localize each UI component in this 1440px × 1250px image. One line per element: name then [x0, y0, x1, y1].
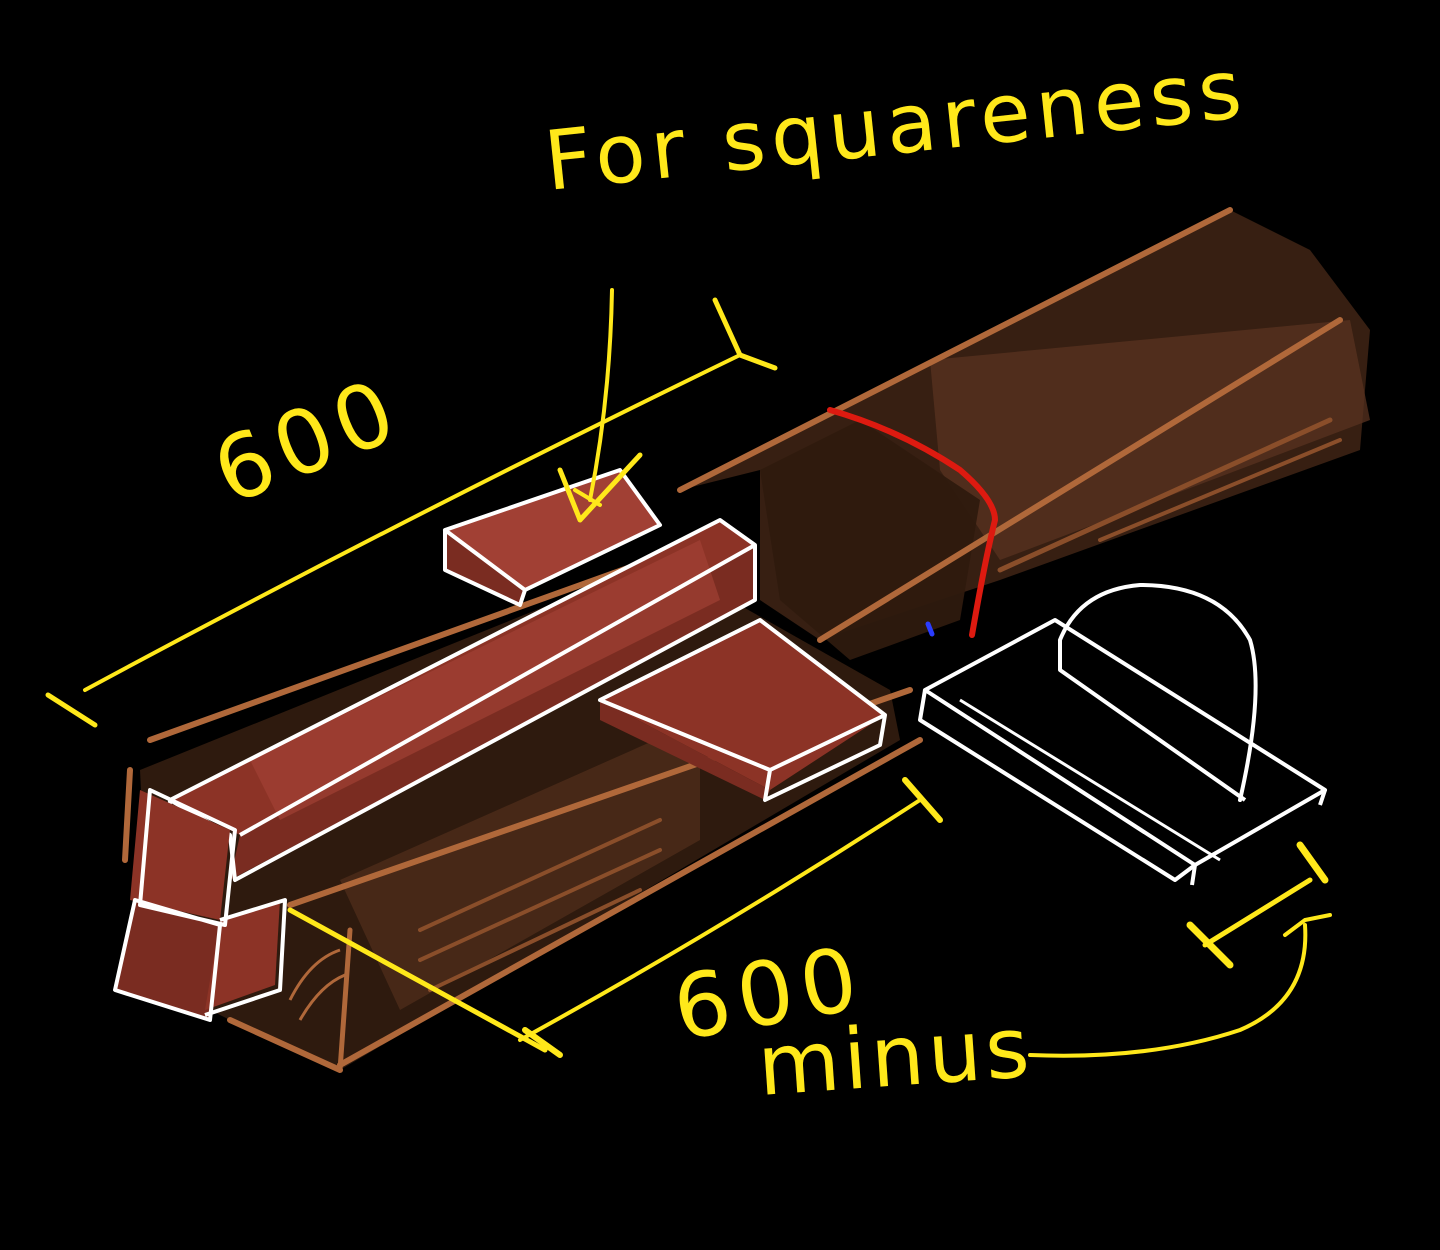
- upper-rail-wood: [677, 207, 1370, 660]
- minus-note: minus: [755, 998, 1037, 1115]
- title-note: For squareness: [540, 42, 1251, 210]
- blue-mark: [925, 621, 935, 637]
- cross-block: [598, 618, 887, 802]
- cut-line: [827, 407, 998, 638]
- dimension-line-bottom: [287, 777, 943, 1058]
- squareness-block: [443, 468, 662, 607]
- squareness-arrow: [557, 288, 643, 523]
- length-label-top: 600: [199, 357, 416, 524]
- end-blocks: [113, 788, 287, 1022]
- dimension-line-top: [45, 297, 778, 728]
- jig-plate: [918, 582, 1327, 886]
- offset-dimension: [1028, 841, 1332, 1058]
